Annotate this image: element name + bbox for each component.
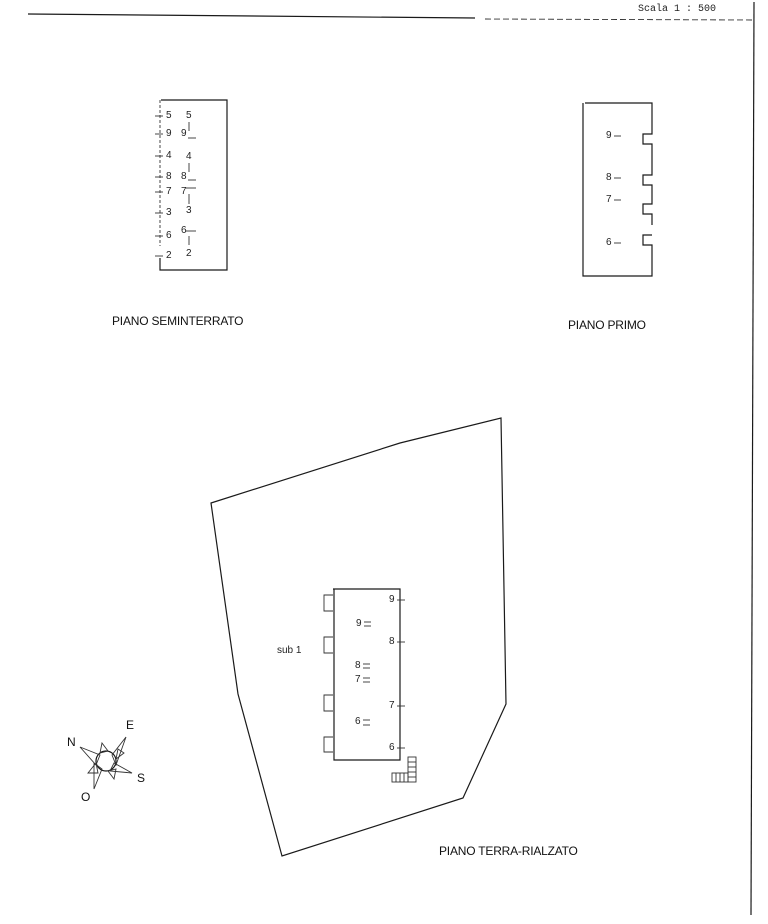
edge-marker: 6 [389,742,395,753]
compass-rose-icon [79,736,133,790]
compass-east-label: E [126,718,135,732]
marker-left: 9 [166,128,172,139]
marker: 8 [606,172,612,183]
edge-marker: 9 [389,594,395,605]
inner-marker: 9 [356,618,362,629]
inner-marker: 8 [355,660,361,671]
marker-left: 8 [166,171,172,182]
edge-marker: 8 [389,636,395,647]
marker: 6 [606,237,612,248]
marker-right: 8 [181,171,187,182]
marker-right: 3 [186,205,192,216]
marker: 7 [606,194,612,205]
marker-left: 5 [166,110,172,121]
compass-south-label: S [137,771,146,785]
edge-marker: 7 [389,700,395,711]
sub-label: sub 1 [277,645,302,656]
marker-right: 6 [181,225,187,236]
title-piano-primo: PIANO PRIMO [568,318,646,332]
marker: 9 [606,130,612,141]
marker-right: 7 [181,186,187,197]
marker-left: 4 [166,150,172,161]
lot-boundary-terra [210,417,507,857]
inner-marker: 6 [355,716,361,727]
compass-west-label: O [81,790,91,804]
plan-terra-rialzato [323,588,417,783]
marker-right: 2 [186,248,192,259]
marker-left: 6 [166,230,172,241]
marker-right: 4 [186,151,192,162]
marker-right: 9 [181,128,187,139]
compass-north-label: N [67,735,76,749]
marker-left: 7 [166,186,172,197]
sheet-border [27,1,755,916]
plan-primo [582,102,653,277]
title-piano-seminterrato: PIANO SEMINTERRATO [112,314,244,328]
plan-seminterrato [155,99,228,271]
marker-left: 2 [166,250,172,261]
scale-label: Scala 1 : 500 [638,4,717,15]
inner-marker: 7 [355,674,361,685]
title-piano-terra-rialzato: PIANO TERRA-RIALZATO [439,844,578,858]
marker-left: 3 [166,207,172,218]
marker-right: 5 [186,110,192,121]
